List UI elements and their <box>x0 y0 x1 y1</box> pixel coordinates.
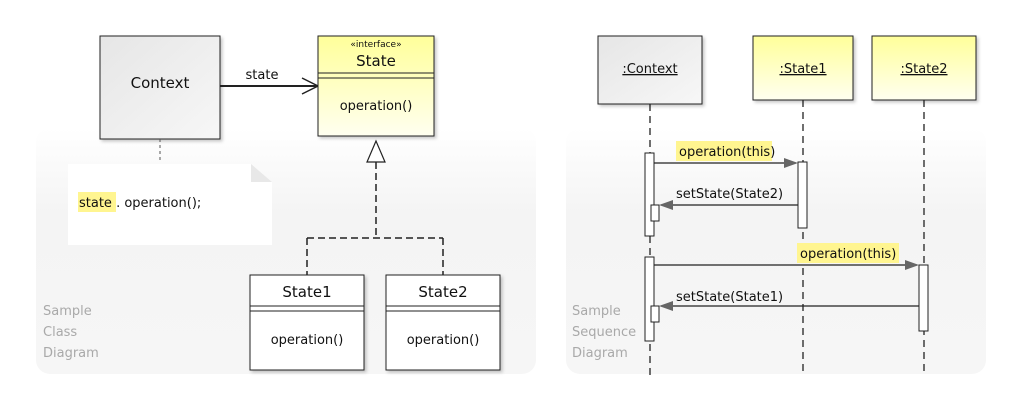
state2-operation: operation() <box>407 333 480 348</box>
message2-arrowhead <box>659 200 673 210</box>
seq-caption-line-1: Sample <box>572 304 621 319</box>
state-interface: «interface» State operation() <box>317 35 435 137</box>
message-operation-to-state1: operation(this) <box>654 141 798 168</box>
message-setstate-state2: setState(State2) <box>659 187 798 210</box>
context-callback-activation-1 <box>650 204 660 222</box>
note-code-highlight <box>78 192 116 212</box>
note-code: state . operation(); <box>79 196 201 211</box>
sequence-diagram: Sample Sequence Diagram :Context :State1… <box>566 35 986 376</box>
caption-line-1: Sample <box>43 304 92 319</box>
sequence-diagram-caption: Sample Sequence Diagram <box>572 304 636 361</box>
note-code-object: state <box>79 196 112 211</box>
state2-lifeline-head: :State2 <box>871 35 977 101</box>
class-diagram-caption: Sample Class Diagram <box>43 304 99 361</box>
state1-operation: operation() <box>271 333 344 348</box>
state1-class: State1 operation() <box>249 274 365 371</box>
state2-class-name: State2 <box>418 283 467 301</box>
context-lifeline-head: :Context <box>597 35 703 105</box>
association-label: state <box>246 68 279 83</box>
caption-line-3: Diagram <box>43 346 99 361</box>
seq-caption-line-2: Sequence <box>572 325 636 340</box>
context-class-box <box>99 35 221 140</box>
message1-label: operation(this) <box>679 145 775 160</box>
state1-head-box <box>752 35 854 101</box>
realization-arrows <box>306 139 444 275</box>
interface-operation: operation() <box>340 99 413 114</box>
message3-highlight <box>797 243 899 263</box>
code-note: state . operation(); <box>68 164 272 245</box>
state-association: state <box>220 68 320 95</box>
seq-caption-line-3: Diagram <box>572 346 628 361</box>
note-folded-corner <box>251 164 272 182</box>
context-callback-activation-2 <box>650 305 660 323</box>
state-interface-box <box>317 35 435 137</box>
message2-label: setState(State2) <box>676 187 783 202</box>
message3-arrowhead <box>905 260 919 270</box>
state1-activation <box>797 161 808 229</box>
context-activation-1 <box>644 152 655 237</box>
message1-arrowhead <box>784 158 798 168</box>
sequence-diagram-background <box>566 128 986 374</box>
message3-label: operation(this) <box>800 247 896 262</box>
caption-line-2: Class <box>43 325 77 340</box>
context-head-box <box>597 35 703 105</box>
context-head-label: :Context <box>622 62 677 77</box>
message4-arrowhead <box>659 301 673 311</box>
interface-stereotype: «interface» <box>350 40 401 50</box>
note-code-call: . operation(); <box>112 196 201 211</box>
state2-head-box <box>871 35 977 101</box>
state-interface-name: State <box>356 52 396 70</box>
context-activation-2 <box>644 256 655 342</box>
class-diagram: Sample Class Diagram Context state «inte… <box>36 35 536 374</box>
context-class-name: Context <box>131 74 190 92</box>
state2-activation <box>918 264 929 332</box>
state1-lifeline-head: :State1 <box>752 35 854 101</box>
message4-label: setState(State1) <box>676 290 783 305</box>
note-shape <box>68 164 272 245</box>
state1-class-box <box>249 274 365 371</box>
state2-class-box <box>385 274 501 371</box>
message-operation-to-state2: operation(this) <box>654 243 919 270</box>
state1-class-name: State1 <box>282 283 331 301</box>
message1-highlight <box>676 141 772 161</box>
context-class: Context <box>99 35 221 140</box>
state2-head-label: :State2 <box>900 62 947 77</box>
message-setstate-state1: setState(State1) <box>659 290 919 311</box>
state2-class: State2 operation() <box>385 274 501 371</box>
state1-head-label: :State1 <box>779 62 826 77</box>
